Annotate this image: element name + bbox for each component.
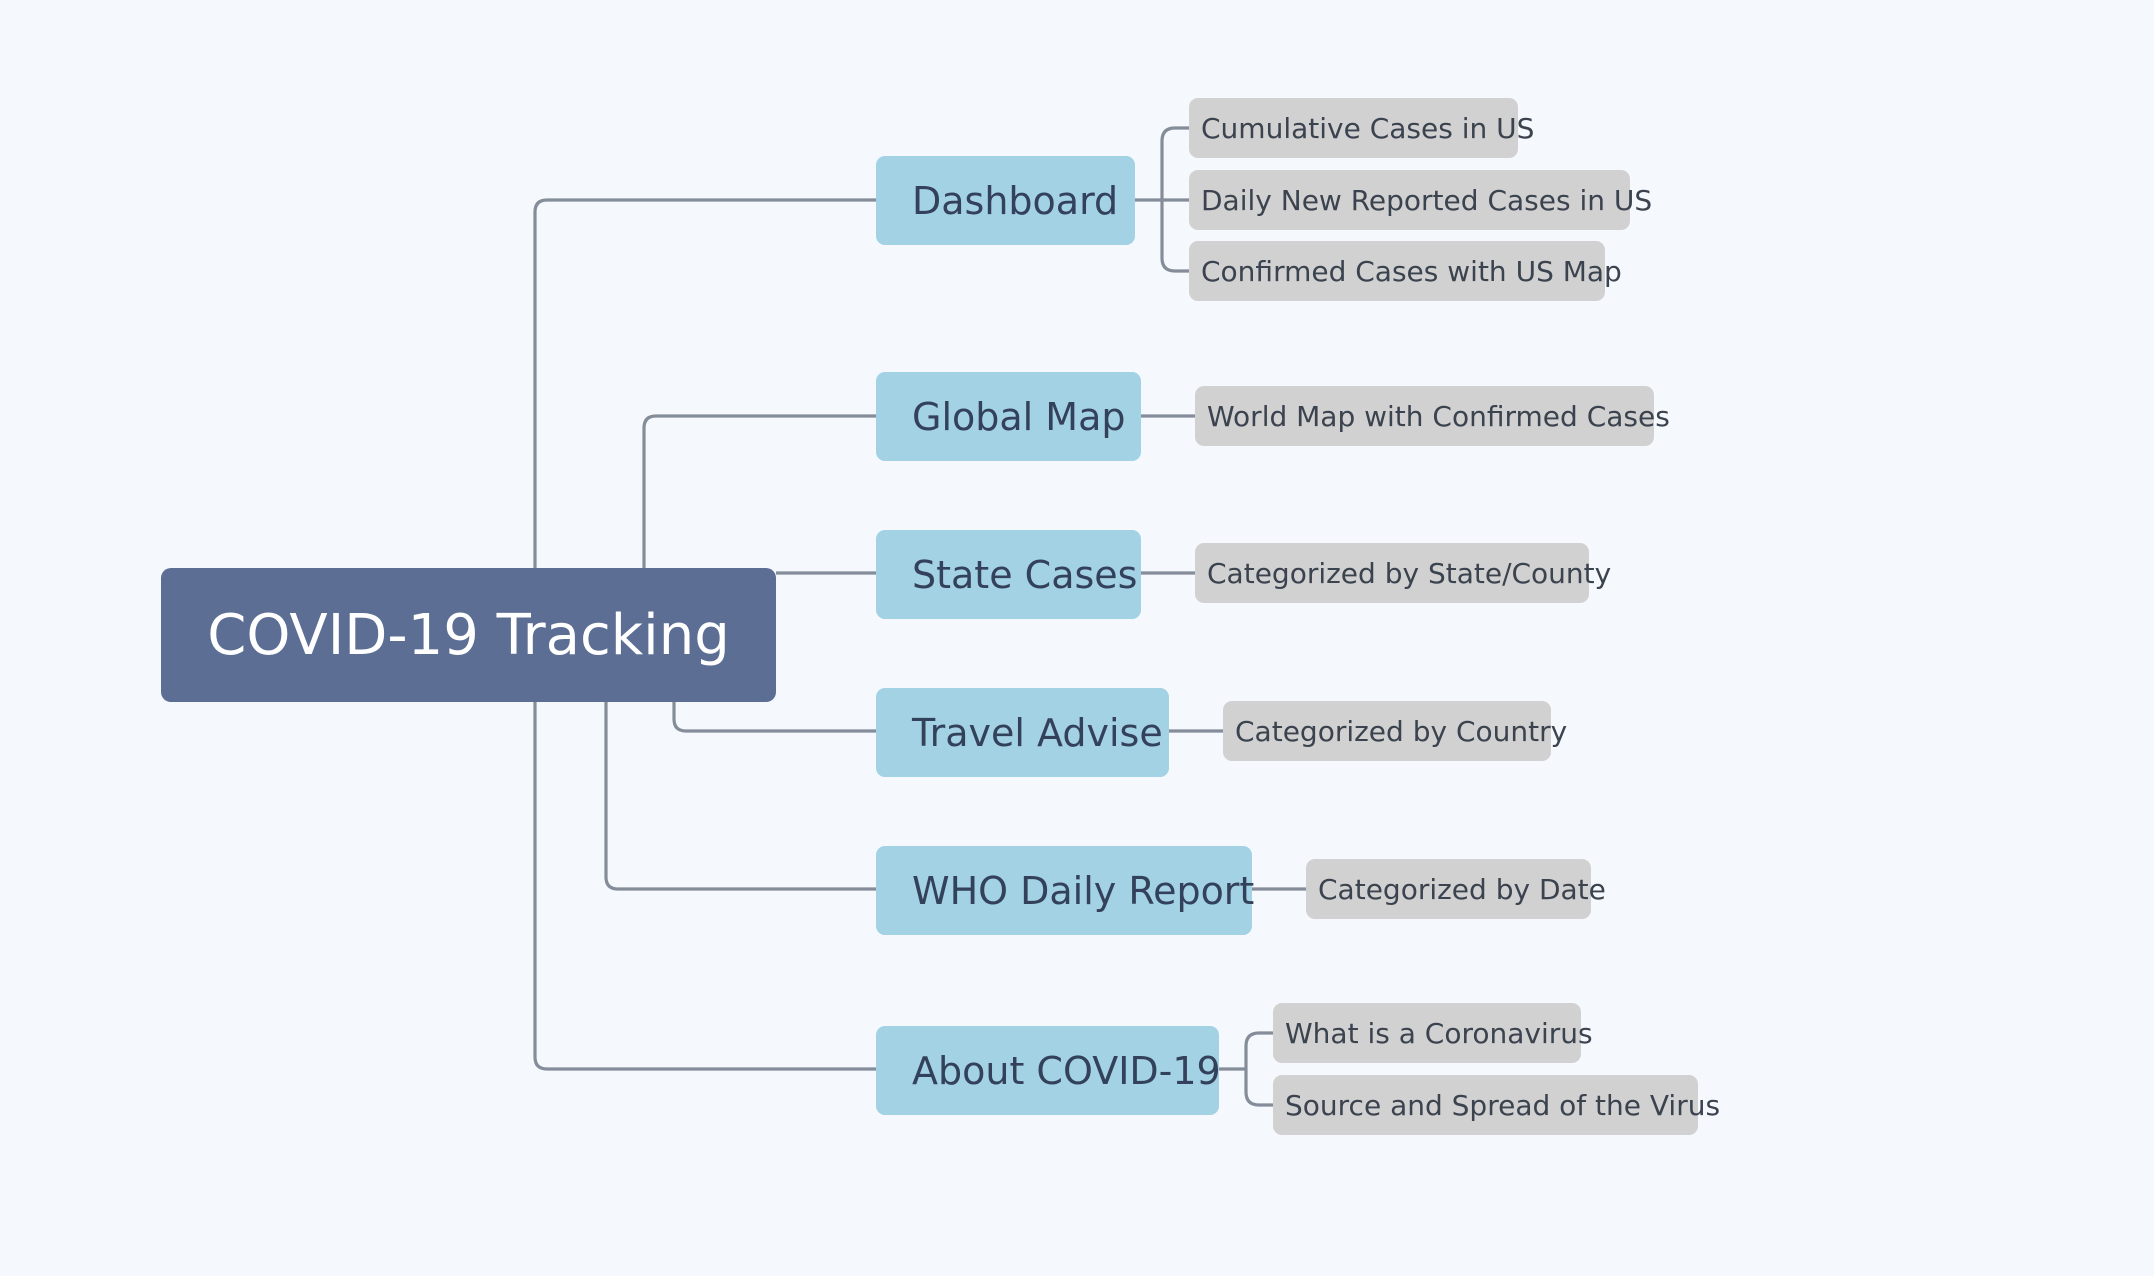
connector-root-travel-advise xyxy=(672,702,876,733)
leaf-categorized-by-country[interactable]: Categorized by Country xyxy=(1223,701,1567,761)
leaf-confirmed-cases-us-map[interactable]: Confirmed Cases with US Map xyxy=(1189,241,1622,301)
connector-root-about xyxy=(533,702,876,1071)
branch-state-cases[interactable]: State Cases xyxy=(876,530,1141,619)
branch-who-daily-report[interactable]: WHO Daily Report xyxy=(876,846,1254,935)
branch-dashboard[interactable]: Dashboard xyxy=(876,156,1135,245)
root-topic[interactable]: COVID-19 Tracking xyxy=(161,568,776,702)
connector-about-leaves xyxy=(1219,1031,1273,1107)
branch-global-map[interactable]: Global Map xyxy=(876,372,1141,461)
leaf-categorized-by-state[interactable]: Categorized by State/County xyxy=(1195,543,1611,603)
connector-root-who-report xyxy=(604,702,876,891)
connector-dashboard-leaves xyxy=(1135,126,1189,273)
connector-root-dashboard xyxy=(533,198,876,568)
branch-travel-advise[interactable]: Travel Advise xyxy=(876,688,1169,777)
leaf-what-is-coronavirus[interactable]: What is a Coronavirus xyxy=(1273,1003,1593,1063)
leaf-source-spread-virus[interactable]: Source and Spread of the Virus xyxy=(1273,1075,1720,1135)
leaf-world-map-confirmed[interactable]: World Map with Confirmed Cases xyxy=(1195,386,1670,446)
leaf-categorized-by-date[interactable]: Categorized by Date xyxy=(1306,859,1606,919)
leaf-cumulative-cases-us[interactable]: Cumulative Cases in US xyxy=(1189,98,1534,158)
connector-root-global-map xyxy=(642,414,876,568)
branch-about-covid-19[interactable]: About COVID-19 xyxy=(876,1026,1221,1115)
leaf-daily-new-cases-us[interactable]: Daily New Reported Cases in US xyxy=(1189,170,1652,230)
